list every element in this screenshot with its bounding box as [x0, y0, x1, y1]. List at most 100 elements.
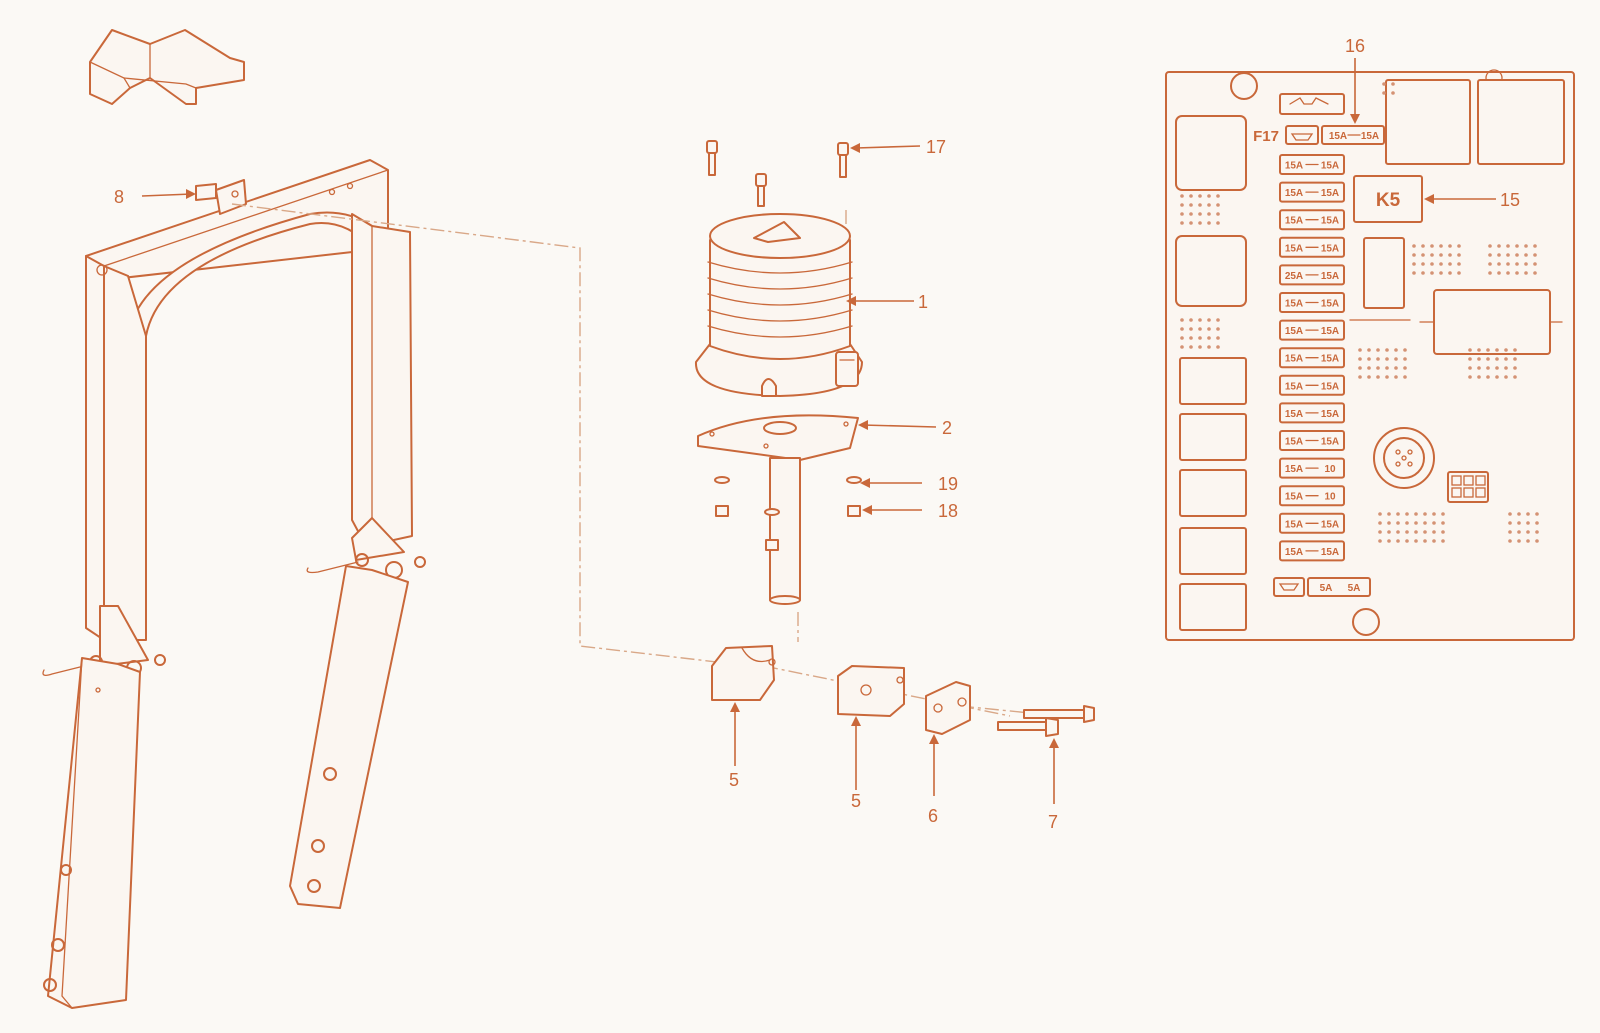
beacon-light [694, 213, 863, 397]
board-dot-2 [1198, 194, 1202, 198]
board-dot-127 [1495, 366, 1499, 370]
board-dot-20 [1180, 318, 1184, 322]
mounting-plate [697, 414, 859, 605]
board-dot-168 [1508, 512, 1512, 516]
callout-2: 2 [942, 418, 952, 438]
board-dot-33 [1207, 336, 1211, 340]
board-dot-135 [1513, 375, 1517, 379]
fuse-13-right-rating: 10 [1324, 492, 1336, 503]
fuse-bottom [1307, 577, 1371, 597]
board-dot-108 [1376, 375, 1380, 379]
board-dot-79 [1515, 262, 1519, 266]
board-dot-170 [1526, 512, 1530, 516]
callout-8: 8 [114, 187, 124, 207]
board-dot-23 [1207, 318, 1211, 322]
board-dot-100 [1358, 366, 1362, 370]
board-dot-142 [1432, 512, 1436, 516]
board-dot-131 [1477, 375, 1481, 379]
board-dot-132 [1486, 375, 1490, 379]
fuse-7-right-rating: 15A [1321, 326, 1339, 337]
board-dot-64 [1488, 244, 1492, 248]
board-dot-121 [1495, 357, 1499, 361]
board-dot-50 [1448, 253, 1452, 257]
callout-18: 18 [938, 501, 958, 521]
fuse-13-left-rating: 15A [1285, 492, 1303, 503]
board-dot-49 [1439, 253, 1443, 257]
fuse-10-right-rating: 15A [1321, 409, 1339, 420]
board-dot-74 [1524, 253, 1528, 257]
board-dot-45 [1457, 244, 1461, 248]
board-dot-113 [1477, 348, 1481, 352]
board-dot-154 [1396, 530, 1400, 534]
fuse-9-right-rating: 15A [1321, 381, 1339, 392]
board-dot-110 [1394, 375, 1398, 379]
board-dot-166 [1432, 539, 1436, 543]
board-dot-53 [1421, 262, 1425, 266]
board-dot-78 [1506, 262, 1510, 266]
fuse-7-left-rating: 15A [1285, 326, 1303, 337]
board-dot-22 [1198, 318, 1202, 322]
board-dot-141 [1423, 512, 1427, 516]
board-dot-165 [1423, 539, 1427, 543]
callout-5a: 5 [729, 770, 739, 790]
board-dot-28 [1207, 327, 1211, 331]
fuse-top-left: 15A [1329, 131, 1347, 142]
board-dot-66 [1506, 244, 1510, 248]
board-dot-155 [1405, 530, 1409, 534]
fuse-1-left-rating: 15A [1285, 161, 1303, 172]
board-dot-16 [1189, 221, 1193, 225]
board-dot-67 [1515, 244, 1519, 248]
board-dot-14 [1216, 212, 1220, 216]
board-dot-158 [1432, 530, 1436, 534]
board-dot-57 [1457, 262, 1461, 266]
board-dot-185 [1391, 82, 1395, 86]
board-dot-18 [1207, 221, 1211, 225]
board-dot-149 [1423, 521, 1427, 525]
board-dot-26 [1189, 327, 1193, 331]
board-dot-34 [1216, 336, 1220, 340]
board-dot-3 [1207, 194, 1211, 198]
board-dot-1 [1189, 194, 1193, 198]
board-dot-157 [1423, 530, 1427, 534]
board-dot-173 [1517, 521, 1521, 525]
board-dot-98 [1394, 357, 1398, 361]
board-dot-91 [1385, 348, 1389, 352]
board-dot-184 [1382, 82, 1386, 86]
board-dot-187 [1391, 91, 1395, 95]
board-dot-94 [1358, 357, 1362, 361]
board-dot-146 [1396, 521, 1400, 525]
callout-7: 7 [1048, 812, 1058, 832]
board-dot-81 [1533, 262, 1537, 266]
board-dot-90 [1376, 348, 1380, 352]
board-dot-82 [1488, 271, 1492, 275]
board-dot-83 [1497, 271, 1501, 275]
fuse-12-left-rating: 15A [1285, 464, 1303, 475]
board-dot-143 [1441, 512, 1445, 516]
board-dot-88 [1358, 348, 1362, 352]
board-dot-105 [1403, 366, 1407, 370]
fuse-5-left-rating: 25A [1285, 271, 1303, 282]
fuse-3-right-rating: 15A [1321, 216, 1339, 227]
board-dot-87 [1533, 271, 1537, 275]
board-dot-145 [1387, 521, 1391, 525]
fuse-4-left-rating: 15A [1285, 243, 1303, 254]
board-dot-117 [1513, 348, 1517, 352]
board-dot-129 [1513, 366, 1517, 370]
board-dot-29 [1216, 327, 1220, 331]
board-dot-104 [1394, 366, 1398, 370]
board-dot-13 [1207, 212, 1211, 216]
board-dot-96 [1376, 357, 1380, 361]
board-dot-71 [1497, 253, 1501, 257]
fuse-5-right-rating: 15A [1321, 271, 1339, 282]
board-dot-56 [1448, 262, 1452, 266]
board-dot-152 [1378, 530, 1382, 534]
board-dot-7 [1198, 203, 1202, 207]
board-dot-60 [1430, 271, 1434, 275]
board-dot-95 [1367, 357, 1371, 361]
board-dot-169 [1517, 512, 1521, 516]
board-dot-125 [1477, 366, 1481, 370]
board-dot-85 [1515, 271, 1519, 275]
fuse-11-left-rating: 15A [1285, 437, 1303, 448]
board-dot-153 [1387, 530, 1391, 534]
